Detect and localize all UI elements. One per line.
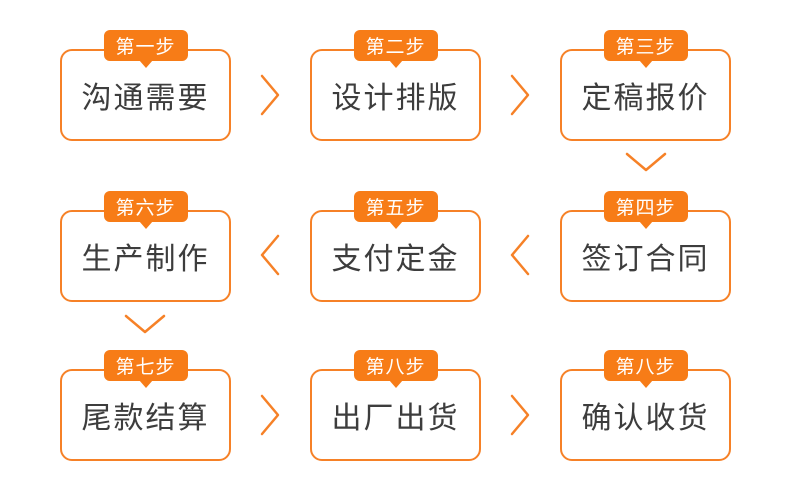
step-badge-label: 第七步: [115, 357, 176, 378]
step-badge-label: 第六步: [115, 198, 176, 219]
step-box-8: 第八步 出厂出货: [310, 350, 481, 461]
step-badge-label: 第二步: [365, 37, 426, 58]
chevron-left-icon: [509, 233, 531, 277]
chevron-left-icon: [259, 233, 281, 277]
badge-pointer: [388, 221, 403, 229]
chevron-right-icon: [509, 393, 531, 437]
step-box-9: 第八步 确认收货: [560, 350, 731, 461]
step-label: 生产制作: [81, 243, 210, 276]
step-box-2: 第二步 设计排版: [310, 30, 481, 141]
step-box-3: 第三步 定稿报价: [560, 30, 731, 141]
badge-pointer: [138, 380, 153, 388]
step-label: 确认收货: [581, 402, 710, 435]
step-label: 沟通需要: [81, 82, 210, 115]
step-box-4: 第四步 签订合同: [560, 191, 731, 302]
step-badge-label: 第一步: [115, 37, 176, 58]
step-badge-5: 第五步: [353, 191, 438, 229]
badge-pointer: [638, 60, 653, 68]
step-badge-2: 第二步: [353, 30, 438, 68]
badge-pointer: [138, 60, 153, 68]
step-badge-6: 第六步: [103, 191, 188, 229]
step-label: 定稿报价: [581, 82, 710, 115]
step-box-1: 第一步 沟通需要: [60, 30, 231, 141]
chevron-down-icon: [123, 313, 167, 335]
step-badge-label: 第三步: [615, 37, 676, 58]
chevron-right-icon: [509, 73, 531, 117]
step-badge-7: 第七步: [103, 350, 188, 388]
step-badge-label: 第五步: [365, 198, 426, 219]
step-badge-label: 第四步: [615, 198, 676, 219]
step-label: 签订合同: [581, 243, 710, 276]
step-box-5: 第五步 支付定金: [310, 191, 481, 302]
step-badge-4: 第四步: [603, 191, 688, 229]
badge-pointer: [388, 380, 403, 388]
step-label: 出厂出货: [331, 402, 460, 435]
badge-pointer: [138, 221, 153, 229]
chevron-down-icon: [624, 151, 668, 173]
chevron-right-icon: [259, 393, 281, 437]
step-label: 设计排版: [331, 82, 460, 115]
step-badge-8: 第八步: [353, 350, 438, 388]
step-badge-3: 第三步: [603, 30, 688, 68]
badge-pointer: [638, 380, 653, 388]
badge-pointer: [638, 221, 653, 229]
step-box-7: 第七步 尾款结算: [60, 350, 231, 461]
step-label: 支付定金: [331, 243, 460, 276]
step-box-6: 第六步 生产制作: [60, 191, 231, 302]
step-badge-1: 第一步: [103, 30, 188, 68]
chevron-right-icon: [259, 73, 281, 117]
step-badge-label: 第八步: [615, 357, 676, 378]
step-badge-9: 第八步: [603, 350, 688, 388]
step-label: 尾款结算: [81, 402, 210, 435]
step-badge-label: 第八步: [365, 357, 426, 378]
badge-pointer: [388, 60, 403, 68]
